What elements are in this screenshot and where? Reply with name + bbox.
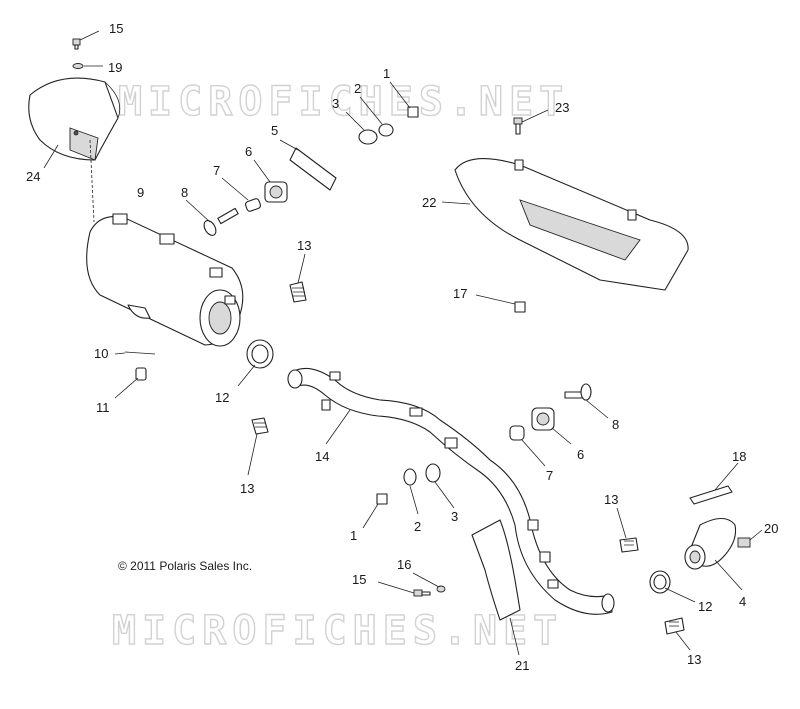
washer-3-top xyxy=(358,129,378,145)
grommet-6-lower xyxy=(531,407,555,431)
washer-19 xyxy=(72,63,84,69)
header-pipe-14 xyxy=(287,367,615,615)
callout-4: 4 xyxy=(739,594,746,609)
bolt-8-top xyxy=(203,207,239,236)
callout-22: 22 xyxy=(422,195,436,210)
callout-17: 17 xyxy=(453,286,467,301)
bracket-5 xyxy=(289,147,337,191)
callout-13-b: 13 xyxy=(240,481,254,496)
callout-2-top: 2 xyxy=(354,81,361,96)
callout-13-a: 13 xyxy=(297,238,311,253)
grommet-6-top xyxy=(264,181,288,203)
callout-15-lower: 15 xyxy=(352,572,366,587)
callout-11: 11 xyxy=(96,400,110,415)
sleeve-7-lower xyxy=(509,425,525,441)
callout-12-lower: 12 xyxy=(698,599,712,614)
nut-17 xyxy=(514,301,526,313)
callout-3-top: 3 xyxy=(332,96,339,111)
callout-13-d: 13 xyxy=(687,652,701,667)
callout-16: 16 xyxy=(397,557,411,572)
spring-13-c xyxy=(619,537,639,553)
callout-20: 20 xyxy=(764,521,778,536)
spring-13-b xyxy=(251,417,269,435)
heat-shield-21 xyxy=(471,519,521,621)
heat-shield-22 xyxy=(454,158,689,291)
callout-labels: 15 19 24 9 8 7 6 5 3 2 1 23 22 13 17 10 … xyxy=(26,21,778,673)
callout-7-top: 7 xyxy=(213,163,220,178)
washer-2-top xyxy=(378,123,394,137)
watermark-bottom: MICROFICHES.NET xyxy=(112,608,563,654)
callout-3-lower: 3 xyxy=(451,509,458,524)
spring-13-a xyxy=(289,281,307,303)
bolt-15-lower xyxy=(413,589,431,597)
bolt-15-top xyxy=(72,38,81,50)
copyright-notice: © 2011 Polaris Sales Inc. xyxy=(118,559,252,573)
leader-lines xyxy=(43,30,763,656)
bolt-23 xyxy=(513,117,523,135)
heat-shield-24 xyxy=(28,77,121,161)
callout-15-top: 15 xyxy=(109,21,123,36)
gasket-18 xyxy=(689,485,733,505)
callout-18: 18 xyxy=(732,449,746,464)
callout-19: 19 xyxy=(108,60,122,75)
muffler-9 xyxy=(86,213,244,347)
callout-13-c: 13 xyxy=(604,492,618,507)
washer-16 xyxy=(436,585,446,593)
callout-23: 23 xyxy=(555,100,569,115)
clip-20 xyxy=(737,537,751,548)
spring-13-d xyxy=(664,617,685,635)
callout-8-lower: 8 xyxy=(612,417,619,432)
callout-14: 14 xyxy=(315,449,329,464)
callout-5: 5 xyxy=(271,123,278,138)
pin-10 xyxy=(124,351,156,355)
callout-9: 9 xyxy=(137,185,144,200)
gasket-12-lower xyxy=(649,570,671,594)
callout-1-lower: 1 xyxy=(350,528,357,543)
nut-1-lower xyxy=(376,493,388,505)
callout-1-top: 1 xyxy=(383,66,390,81)
washer-2-lower xyxy=(403,468,417,486)
callout-7-lower: 7 xyxy=(546,468,553,483)
washer-3-lower xyxy=(425,463,441,483)
callout-6-lower: 6 xyxy=(577,447,584,462)
gasket-12-left xyxy=(246,339,274,369)
callout-2-lower: 2 xyxy=(414,519,421,534)
callout-6-top: 6 xyxy=(245,144,252,159)
bolt-8-lower xyxy=(564,383,592,401)
callout-8-top: 8 xyxy=(181,185,188,200)
plug-11 xyxy=(135,367,147,381)
callout-10: 10 xyxy=(94,346,108,361)
nut-1-top xyxy=(407,106,419,118)
watermark-top: MICROFICHES.NET xyxy=(118,79,569,125)
callout-24: 24 xyxy=(26,169,40,184)
sleeve-7-top xyxy=(245,198,261,212)
callout-21: 21 xyxy=(515,658,529,673)
elbow-4 xyxy=(684,517,737,570)
callout-12-left: 12 xyxy=(215,390,229,405)
